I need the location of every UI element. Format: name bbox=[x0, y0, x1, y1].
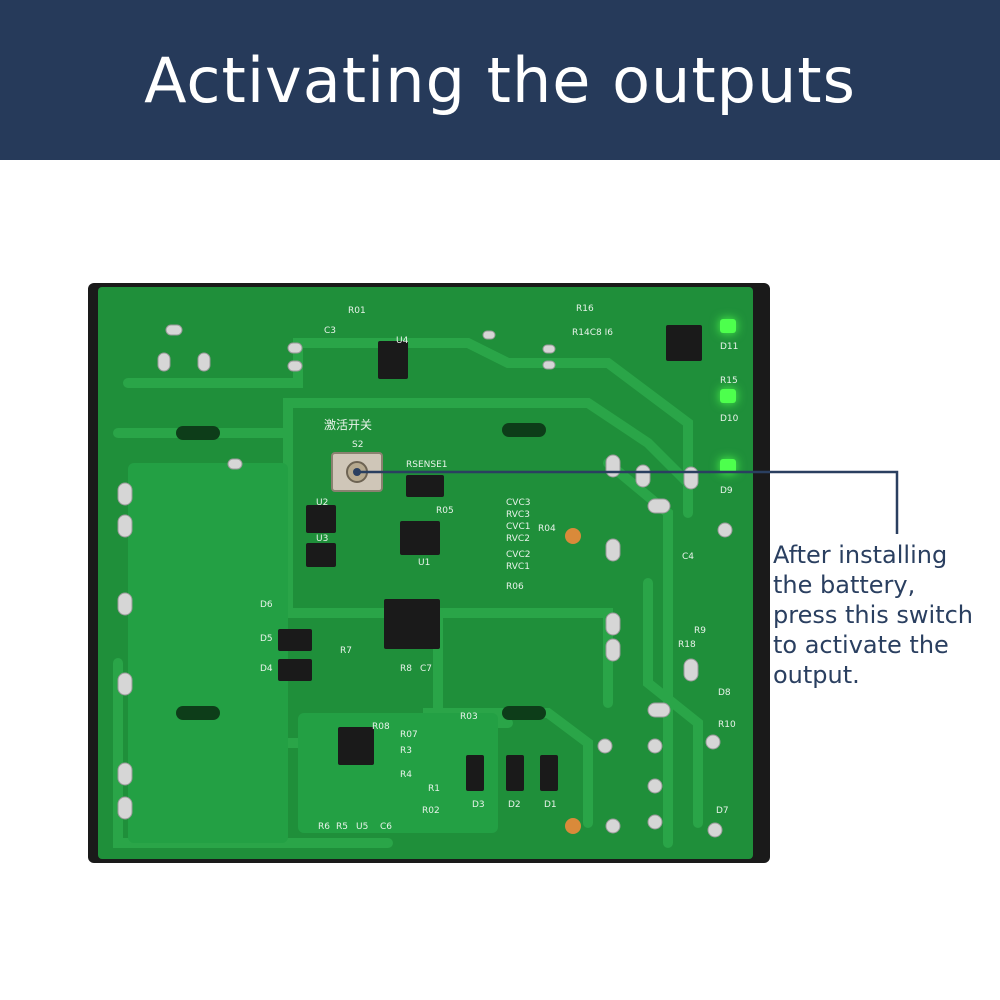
silk-r10: R10 bbox=[718, 720, 736, 730]
solder-pad bbox=[683, 658, 699, 682]
silk-r9: R9 bbox=[694, 626, 706, 636]
solder-pad bbox=[635, 464, 651, 488]
silk-c7: C7 bbox=[420, 664, 432, 674]
status-leds bbox=[720, 319, 736, 473]
silk-rvc1: RVC1 bbox=[506, 562, 530, 572]
silk-c4: C4 bbox=[682, 552, 694, 562]
silk-r14: R14C8 I6 bbox=[572, 328, 613, 338]
solder-pad bbox=[287, 360, 303, 372]
solder-pad bbox=[117, 796, 133, 820]
silk-d4: D4 bbox=[260, 664, 273, 674]
solder-pad bbox=[165, 324, 183, 336]
solder-pad bbox=[197, 352, 211, 372]
silk-switch-label: 激活开关 bbox=[324, 418, 372, 432]
pcb-photo: 激活开关 S2 RSENSE1 R01 C3 U4 R16 R14C8 I6 D… bbox=[88, 283, 770, 863]
silk-s2: S2 bbox=[352, 440, 363, 450]
silk-u2: U2 bbox=[316, 498, 328, 508]
silk-d1: D1 bbox=[544, 800, 557, 810]
silk-r3: R3 bbox=[400, 746, 412, 756]
silk-d2: D2 bbox=[508, 800, 521, 810]
solder-pad bbox=[227, 458, 243, 470]
solder-pad bbox=[605, 818, 621, 834]
silk-d9: D9 bbox=[720, 486, 733, 496]
silk-c3: C3 bbox=[324, 326, 336, 336]
via-orange bbox=[565, 818, 581, 834]
silk-r05: R05 bbox=[436, 506, 454, 516]
silk-r15: R15 bbox=[720, 376, 738, 386]
mounting-slots bbox=[176, 423, 546, 720]
solder-pad bbox=[717, 522, 733, 538]
copper-pour-left bbox=[128, 463, 288, 843]
silk-d8: D8 bbox=[718, 688, 731, 698]
silk-d3: D3 bbox=[472, 800, 485, 810]
solder-pad bbox=[117, 672, 133, 696]
silk-u4: U4 bbox=[396, 336, 409, 346]
silk-r18: R18 bbox=[678, 640, 696, 650]
silk-r1: R1 bbox=[428, 784, 440, 794]
title-banner: Activating the outputs bbox=[0, 0, 1000, 160]
solder-pad bbox=[482, 330, 496, 340]
silk-r04: R04 bbox=[538, 524, 556, 534]
silk-u3: U3 bbox=[316, 534, 328, 544]
silk-d7: D7 bbox=[716, 806, 729, 816]
solder-pad bbox=[705, 734, 721, 750]
silk-r03: R03 bbox=[460, 712, 478, 722]
solder-pad bbox=[647, 778, 663, 794]
silk-cvc3: CVC3 bbox=[506, 498, 530, 508]
solder-pad bbox=[605, 538, 621, 562]
solder-pad bbox=[117, 514, 133, 538]
solder-pad bbox=[647, 814, 663, 830]
silk-r01: R01 bbox=[348, 306, 366, 316]
solder-pad bbox=[605, 638, 621, 662]
silk-d11: D11 bbox=[720, 342, 738, 352]
solder-pad bbox=[117, 762, 133, 786]
solder-pad bbox=[542, 360, 556, 370]
solder-pad bbox=[287, 342, 303, 354]
solder-pad bbox=[647, 738, 663, 754]
silk-r8: R8 bbox=[400, 664, 412, 674]
silk-d5: D5 bbox=[260, 634, 273, 644]
silk-r5: R5 bbox=[336, 822, 348, 832]
silk-u5: U5 bbox=[356, 822, 368, 832]
silk-r07: R07 bbox=[400, 730, 418, 740]
activation-switch-s2[interactable] bbox=[331, 452, 383, 492]
solder-pad bbox=[683, 466, 699, 490]
silkscreen-labels: 激活开关 S2 RSENSE1 R01 C3 U4 R16 R14C8 I6 D… bbox=[260, 304, 739, 832]
pcb-board: 激活开关 S2 RSENSE1 R01 C3 U4 R16 R14C8 I6 D… bbox=[88, 283, 770, 863]
silk-cvc2: CVC2 bbox=[506, 550, 530, 560]
silk-r02: R02 bbox=[422, 806, 440, 816]
solder-pad bbox=[597, 738, 613, 754]
silk-rvc3: RVC3 bbox=[506, 510, 530, 520]
solder-pad bbox=[117, 592, 133, 616]
silk-cvc1: CVC1 bbox=[506, 522, 530, 532]
silk-r06: R06 bbox=[506, 582, 524, 592]
silk-rvc2: RVC2 bbox=[506, 534, 530, 544]
via-orange bbox=[565, 528, 581, 544]
solder-pad bbox=[647, 702, 671, 718]
solder-pad bbox=[157, 352, 171, 372]
silk-c6: C6 bbox=[380, 822, 392, 832]
solder-pad bbox=[605, 612, 621, 636]
solder-pad bbox=[605, 454, 621, 478]
solder-pad bbox=[707, 822, 723, 838]
silk-d10: D10 bbox=[720, 414, 739, 424]
callout-text: After installing the battery, press this… bbox=[773, 541, 974, 689]
banner-title: Activating the outputs bbox=[144, 43, 856, 117]
silk-r16: R16 bbox=[576, 304, 594, 314]
solder-pad bbox=[117, 482, 133, 506]
silk-u1: U1 bbox=[418, 558, 430, 568]
silk-r7: R7 bbox=[340, 646, 352, 656]
solder-pad bbox=[542, 344, 556, 354]
silk-r4: R4 bbox=[400, 770, 412, 780]
silk-rsense: RSENSE1 bbox=[406, 460, 448, 470]
silk-r6: R6 bbox=[318, 822, 330, 832]
solder-pad bbox=[647, 498, 671, 514]
silk-d6: D6 bbox=[260, 600, 273, 610]
silk-r08: R08 bbox=[372, 722, 390, 732]
